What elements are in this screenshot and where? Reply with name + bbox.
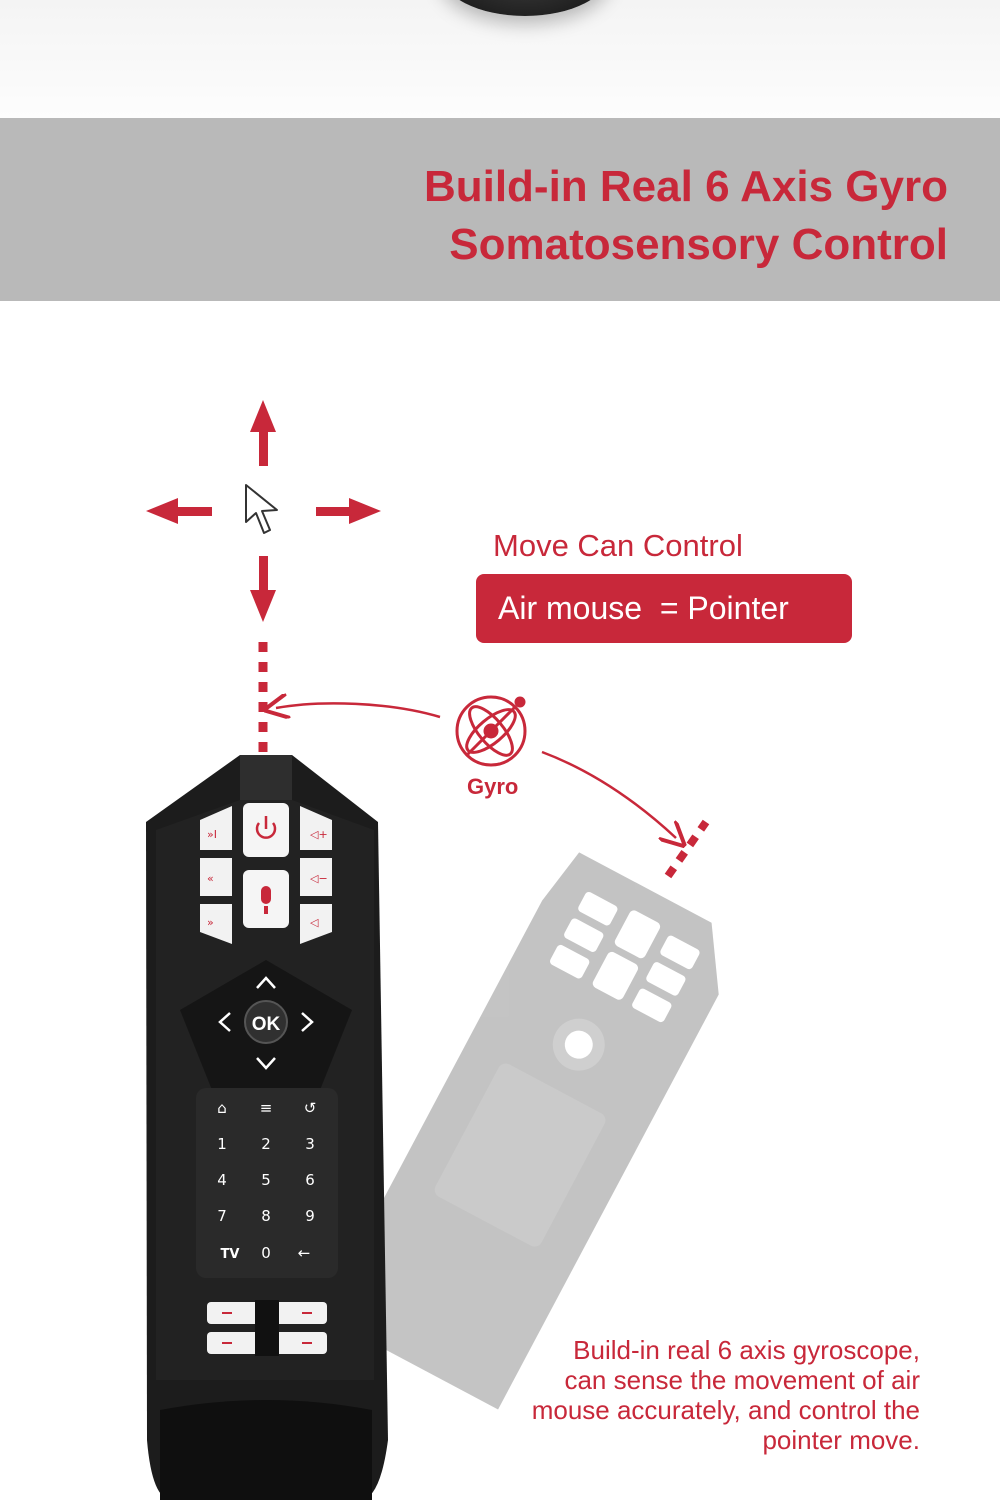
- gyro-arrow-right: [541, 750, 676, 838]
- svg-text:«: «: [207, 872, 214, 885]
- mic-icon: [261, 886, 271, 914]
- ghost-remote: [321, 852, 719, 1410]
- description-line4: pointer move.: [762, 1425, 920, 1455]
- ok-button-label: OK: [252, 1014, 281, 1035]
- svg-text:◁: ◁: [310, 916, 319, 929]
- key-back: ↺: [304, 1099, 317, 1117]
- banner-title: Build-in Real 6 Axis Gyro Somatosensory …: [424, 158, 948, 274]
- title-banner: Build-in Real 6 Axis Gyro Somatosensory …: [0, 118, 1000, 301]
- key-5: 5: [261, 1171, 271, 1189]
- pill-right-text: Pointer: [687, 590, 789, 626]
- description-line3: mouse accurately, and control the: [531, 1395, 920, 1425]
- cursor-arrow-icon: [245, 484, 278, 534]
- gyro-arrow-left: [276, 703, 441, 717]
- description-line1: Build-in real 6 axis gyroscope,: [573, 1335, 920, 1365]
- top-fade: [0, 0, 1000, 118]
- arrow-down-icon: [250, 556, 276, 622]
- key-9: 9: [305, 1207, 315, 1225]
- description-line2: can sense the movement of air: [564, 1365, 920, 1395]
- banner-title-line1: Build-in Real 6 Axis Gyro: [423, 162, 948, 211]
- key-4: 4: [217, 1171, 227, 1189]
- arrow-right-icon: [316, 498, 381, 524]
- remote-control: »I « » ◁+ ◁− ◁ OK ⌂: [146, 755, 388, 1500]
- key-1: 1: [217, 1135, 227, 1153]
- key-8: 8: [261, 1207, 271, 1225]
- svg-text:»: »: [207, 916, 214, 929]
- pill-equals: =: [659, 590, 679, 626]
- move-can-control-label: Move Can Control: [493, 528, 743, 563]
- key-menu: ≡: [260, 1099, 273, 1117]
- key-tv: TV: [221, 1247, 240, 1262]
- svg-text:»I: »I: [207, 828, 217, 841]
- arrow-up-icon: [250, 400, 276, 466]
- svg-text:◁+: ◁+: [310, 828, 328, 841]
- banner-title-line2: Somatosensory Control: [449, 220, 948, 269]
- key-2: 2: [261, 1135, 271, 1153]
- power-icon: [255, 816, 277, 839]
- gyro-label: Gyro: [467, 774, 519, 799]
- keypad: ⌂ ≡ ↺ 1 2 3 4 5 6 7 8 9 TV 0 ←: [217, 1099, 316, 1262]
- air-mouse-pill: Air mouse = Pointer: [476, 574, 852, 643]
- key-7: 7: [217, 1207, 227, 1225]
- arrow-left-icon: [146, 498, 212, 524]
- svg-text:◁−: ◁−: [310, 872, 328, 885]
- key-home: ⌂: [217, 1099, 227, 1117]
- gyro-icon: [455, 695, 527, 767]
- key-3: 3: [305, 1135, 315, 1153]
- description-text: Build-in real 6 axis gyroscope, can sens…: [450, 1335, 920, 1455]
- tilted-dotted-line: [664, 819, 710, 879]
- key-backspace: ←: [298, 1244, 311, 1262]
- key-6: 6: [305, 1171, 315, 1189]
- pill-left-text: Air mouse: [498, 590, 643, 626]
- key-0: 0: [261, 1244, 271, 1262]
